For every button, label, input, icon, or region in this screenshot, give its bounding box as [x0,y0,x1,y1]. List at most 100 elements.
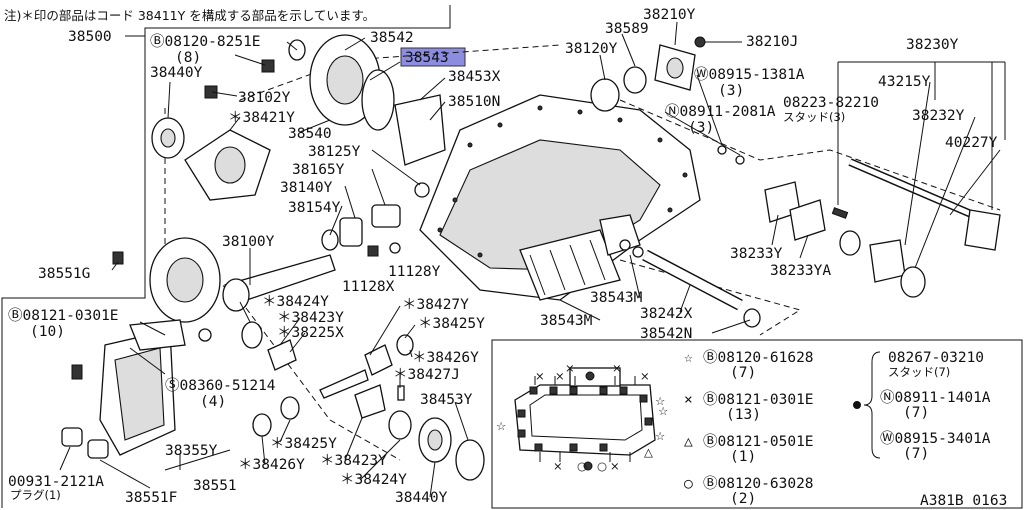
label-38542n: 38542N [640,326,692,342]
label-00931-2121a: 00931-2121A [8,474,104,490]
label-08120-8251e-qty: (8) [175,50,201,66]
legend-dot-qty-3: (7) [903,446,929,462]
note-text: 注)＊印の部品はコード 38411Y を構成する部品を示しています。 [4,8,375,23]
bearing [339,217,363,247]
label-38154y: 38154Y [288,200,341,216]
label-38225x: ＊38225X [277,325,344,341]
label-38426y-b: ＊38426Y [238,457,305,473]
diagram-code: A381B 0163 [920,493,1007,509]
legend-box [491,339,1023,509]
label-38102y: 38102Y [238,90,291,106]
bolt [204,85,218,99]
label-38210y: 38210Y [643,7,696,23]
label-38232y: 38232Y [912,108,965,124]
svg-text:☆: ☆ [658,404,668,418]
label-38440y-top: 38440Y [150,65,203,81]
svg-text:×: × [612,361,622,375]
label-08120-8251e: Ⓑ08120-8251E [150,33,261,50]
svg-text:☆: ☆ [496,419,506,433]
legend-star-code: Ⓑ08120-61628 [703,349,814,366]
label-38140y: 38140Y [280,180,333,196]
o-ring [361,69,395,131]
carrier-fins [519,229,621,301]
rear-cover-ribs [114,347,165,441]
label-08360-51214: Ⓢ08360-51214 [165,377,276,394]
nut [717,145,727,155]
svg-text:△: △ [644,445,653,459]
stud [831,207,849,219]
svg-text:×: × [555,369,565,383]
o-ring [632,246,644,258]
svg-text:○: ○ [597,459,607,473]
collapsible-spacer [371,204,401,228]
legend-circ-code: Ⓑ08120-63028 [703,475,814,492]
label-38551: 38551 [193,478,237,494]
legend-dot [853,401,861,409]
label-38426y-a: ＊38426Y [412,350,479,366]
label-38453y: 38453Y [420,392,473,408]
label-38355y: 38355Y [165,443,218,459]
label-38165y: 38165Y [292,162,345,178]
label-11128y: 11128Y [388,264,441,280]
legend-brace [863,351,881,459]
legend-circ-symbol: ○ [684,476,693,492]
leader-lines [59,21,1006,498]
label-38500: 38500 [68,29,112,45]
label-38542: 38542 [370,30,414,46]
label-38427y: ＊38427Y [402,297,469,313]
oil-seal [455,439,485,481]
thrust-washer [396,334,414,356]
side-gear [354,384,386,419]
svg-text:×: × [640,369,650,383]
legend-circ-qty: (2) [730,491,756,507]
spacer [321,229,339,251]
side-retainer-bore [326,55,364,105]
legend-star-qty: (7) [730,365,756,381]
bearing [900,266,926,298]
label-38230y: 38230Y [906,37,959,53]
label-38427j: ＊38427J [393,367,460,383]
bearing-retainer [869,239,906,283]
label-38242x: 38242X [640,306,693,322]
frame-outline [1,5,451,508]
label-38589: 38589 [605,21,649,37]
legend-tri-symbol: △ [684,434,693,450]
axle-flange [964,209,1001,251]
label-08915-1381a-qty: (3) [718,83,744,99]
pinion-mate [280,396,300,420]
oil-seal [743,308,761,328]
plug [87,439,109,459]
label-40227y: 40227Y [945,135,998,151]
label-38233ya: 38233YA [770,263,831,279]
legend-dot-code-2: Ⓝ08911-1401A [880,389,991,406]
legend-cross-code: Ⓑ08121-0301E [703,391,814,408]
pinion-shaft [319,369,369,399]
legend-tri-qty: (1) [730,449,756,465]
label-38100y: 38100Y [222,234,275,250]
svg-text:×: × [535,369,545,383]
thrust-washer [388,410,412,440]
washer [389,242,401,254]
bolt [71,364,83,380]
legend-star-symbol: ☆ [684,350,693,366]
o-ring [619,239,631,251]
svg-text:×: × [610,459,620,473]
cover-plate [129,319,186,351]
bolt [198,328,212,342]
label-38453x: 38453X [448,69,501,85]
svg-text:×: × [565,361,575,375]
label-38440y-bot: 38440Y [395,490,448,506]
legend-cross-symbol: × [684,392,693,408]
label-38424y-b: ＊38424Y [340,472,407,488]
svg-text:☆: ☆ [655,429,665,443]
thrust-washer [252,413,272,437]
label-08915-1381a: Ⓦ08915-1381A [694,66,805,83]
label-11128x: 11128X [342,279,395,295]
label-38423y-a: ＊38423Y [277,310,344,326]
label-38543: 38543 [405,50,449,66]
label-38510n: 38510N [448,94,500,110]
label-38551f: 38551F [125,490,177,506]
bolt [261,59,275,73]
